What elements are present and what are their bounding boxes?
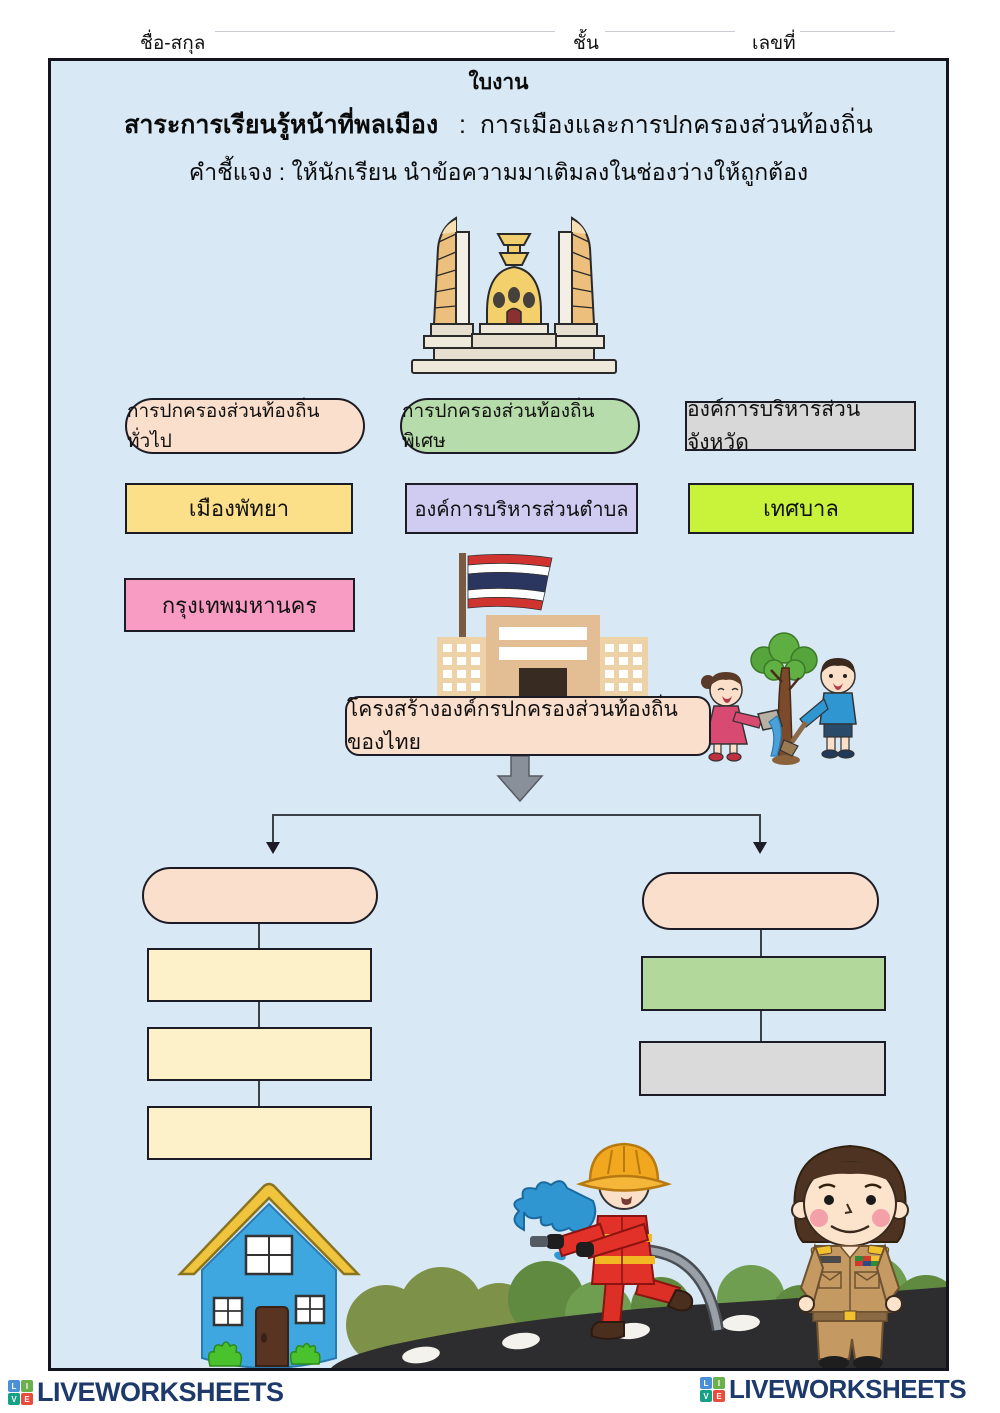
left-branch-answer-box-1[interactable] xyxy=(147,948,372,1002)
class-label: ชั้น xyxy=(573,33,599,54)
right-branch-answer-pill[interactable] xyxy=(642,872,879,930)
word-special-local-government[interactable]: การปกครองส่วนท้องถิ่นพิเศษ xyxy=(400,398,640,454)
branch-left-stub xyxy=(272,814,274,843)
word-provincial-administrative-organization[interactable]: องค์การบริหารส่วนจังหวัด xyxy=(685,398,916,454)
branch-horizontal-line xyxy=(272,814,761,816)
left-branch-answer-box-2[interactable] xyxy=(147,1027,372,1081)
logo-text: LIVEWORKSHEETS xyxy=(729,1374,967,1404)
branch-left-arrowhead xyxy=(266,842,280,854)
number-label: เลขที่ xyxy=(752,33,796,54)
branch-right-arrowhead xyxy=(753,842,767,854)
worksheet-title: ใบงาน xyxy=(468,71,529,94)
down-arrow-icon xyxy=(496,756,544,802)
subject-topic: การเมืองและการปกครองส่วนท้องถิ่น xyxy=(479,111,873,139)
number-fill-line[interactable] xyxy=(800,10,895,32)
right-connector-2 xyxy=(760,1011,762,1041)
logo-tile-e: E xyxy=(21,1393,33,1405)
thai-flag xyxy=(467,554,553,611)
branch-right-stub xyxy=(759,814,761,843)
worksheet-frame: ใบงาน สาระการเรียนรู้หน้าที่พลเมือง : กา… xyxy=(48,58,949,1371)
word-municipality[interactable]: เทศบาล xyxy=(688,483,914,534)
subject-label: สาระการเรียนรู้หน้าที่พลเมือง xyxy=(124,111,439,139)
logo-tile-i: I xyxy=(713,1377,725,1389)
subject-separator: : xyxy=(459,111,466,139)
government-official-illustration xyxy=(791,1144,909,1368)
liveworksheets-grid-icon: L I V E xyxy=(700,1377,725,1402)
left-connector-1 xyxy=(258,924,260,948)
logo-tile-e: E xyxy=(713,1390,725,1402)
children-planting-tree-illustration xyxy=(701,632,857,765)
class-fill-line[interactable] xyxy=(605,10,735,32)
firefighter-illustration xyxy=(513,1142,724,1340)
left-connector-2 xyxy=(258,1002,260,1027)
logo-tile-i: I xyxy=(21,1380,33,1392)
government-building-illustration xyxy=(437,553,648,703)
liveworksheets-logo-right[interactable]: L I V E LIVEWORKSHEETS xyxy=(700,1374,967,1405)
right-connector-1 xyxy=(760,930,762,956)
name-label: ชื่อ-สกุล xyxy=(140,33,206,54)
liveworksheets-logo-left[interactable]: L I V E LIVEWORKSHEETS xyxy=(8,1377,284,1408)
logo-tile-l: L xyxy=(700,1377,712,1389)
word-pattaya-city[interactable]: เมืองพัทยา xyxy=(125,483,353,534)
word-general-local-government[interactable]: การปกครองส่วนท้องถิ่นทั่วไป xyxy=(125,398,365,454)
left-branch-answer-box-3[interactable] xyxy=(147,1106,372,1160)
left-branch-answer-pill[interactable] xyxy=(142,867,378,924)
left-connector-3 xyxy=(258,1081,260,1106)
right-branch-answer-box-2[interactable] xyxy=(639,1041,886,1096)
diagram-root-label: โครงสร้างองค์กรปกครองส่วนท้องถิ่นของไทย xyxy=(345,696,711,756)
logo-tile-l: L xyxy=(8,1380,20,1392)
blue-house-illustration xyxy=(177,1182,361,1368)
logo-text: LIVEWORKSHEETS xyxy=(37,1377,284,1407)
instruction-line: คำชี้แจง : ให้นักเรียน นำข้อความมาเติมลง… xyxy=(188,159,809,185)
word-subdistrict-administrative-organization[interactable]: องค์การบริหารส่วนตำบล xyxy=(405,483,638,534)
logo-tile-v: V xyxy=(8,1393,20,1405)
democracy-monument-illustration xyxy=(411,216,617,374)
name-fill-line[interactable] xyxy=(215,10,555,32)
liveworksheets-grid-icon: L I V E xyxy=(8,1380,33,1405)
subject-line: สาระการเรียนรู้หน้าที่พลเมือง : การเมือง… xyxy=(51,105,946,145)
logo-tile-v: V xyxy=(700,1390,712,1402)
right-branch-answer-box-1[interactable] xyxy=(641,956,886,1011)
word-bangkok[interactable]: กรุงเทพมหานคร xyxy=(124,578,355,632)
